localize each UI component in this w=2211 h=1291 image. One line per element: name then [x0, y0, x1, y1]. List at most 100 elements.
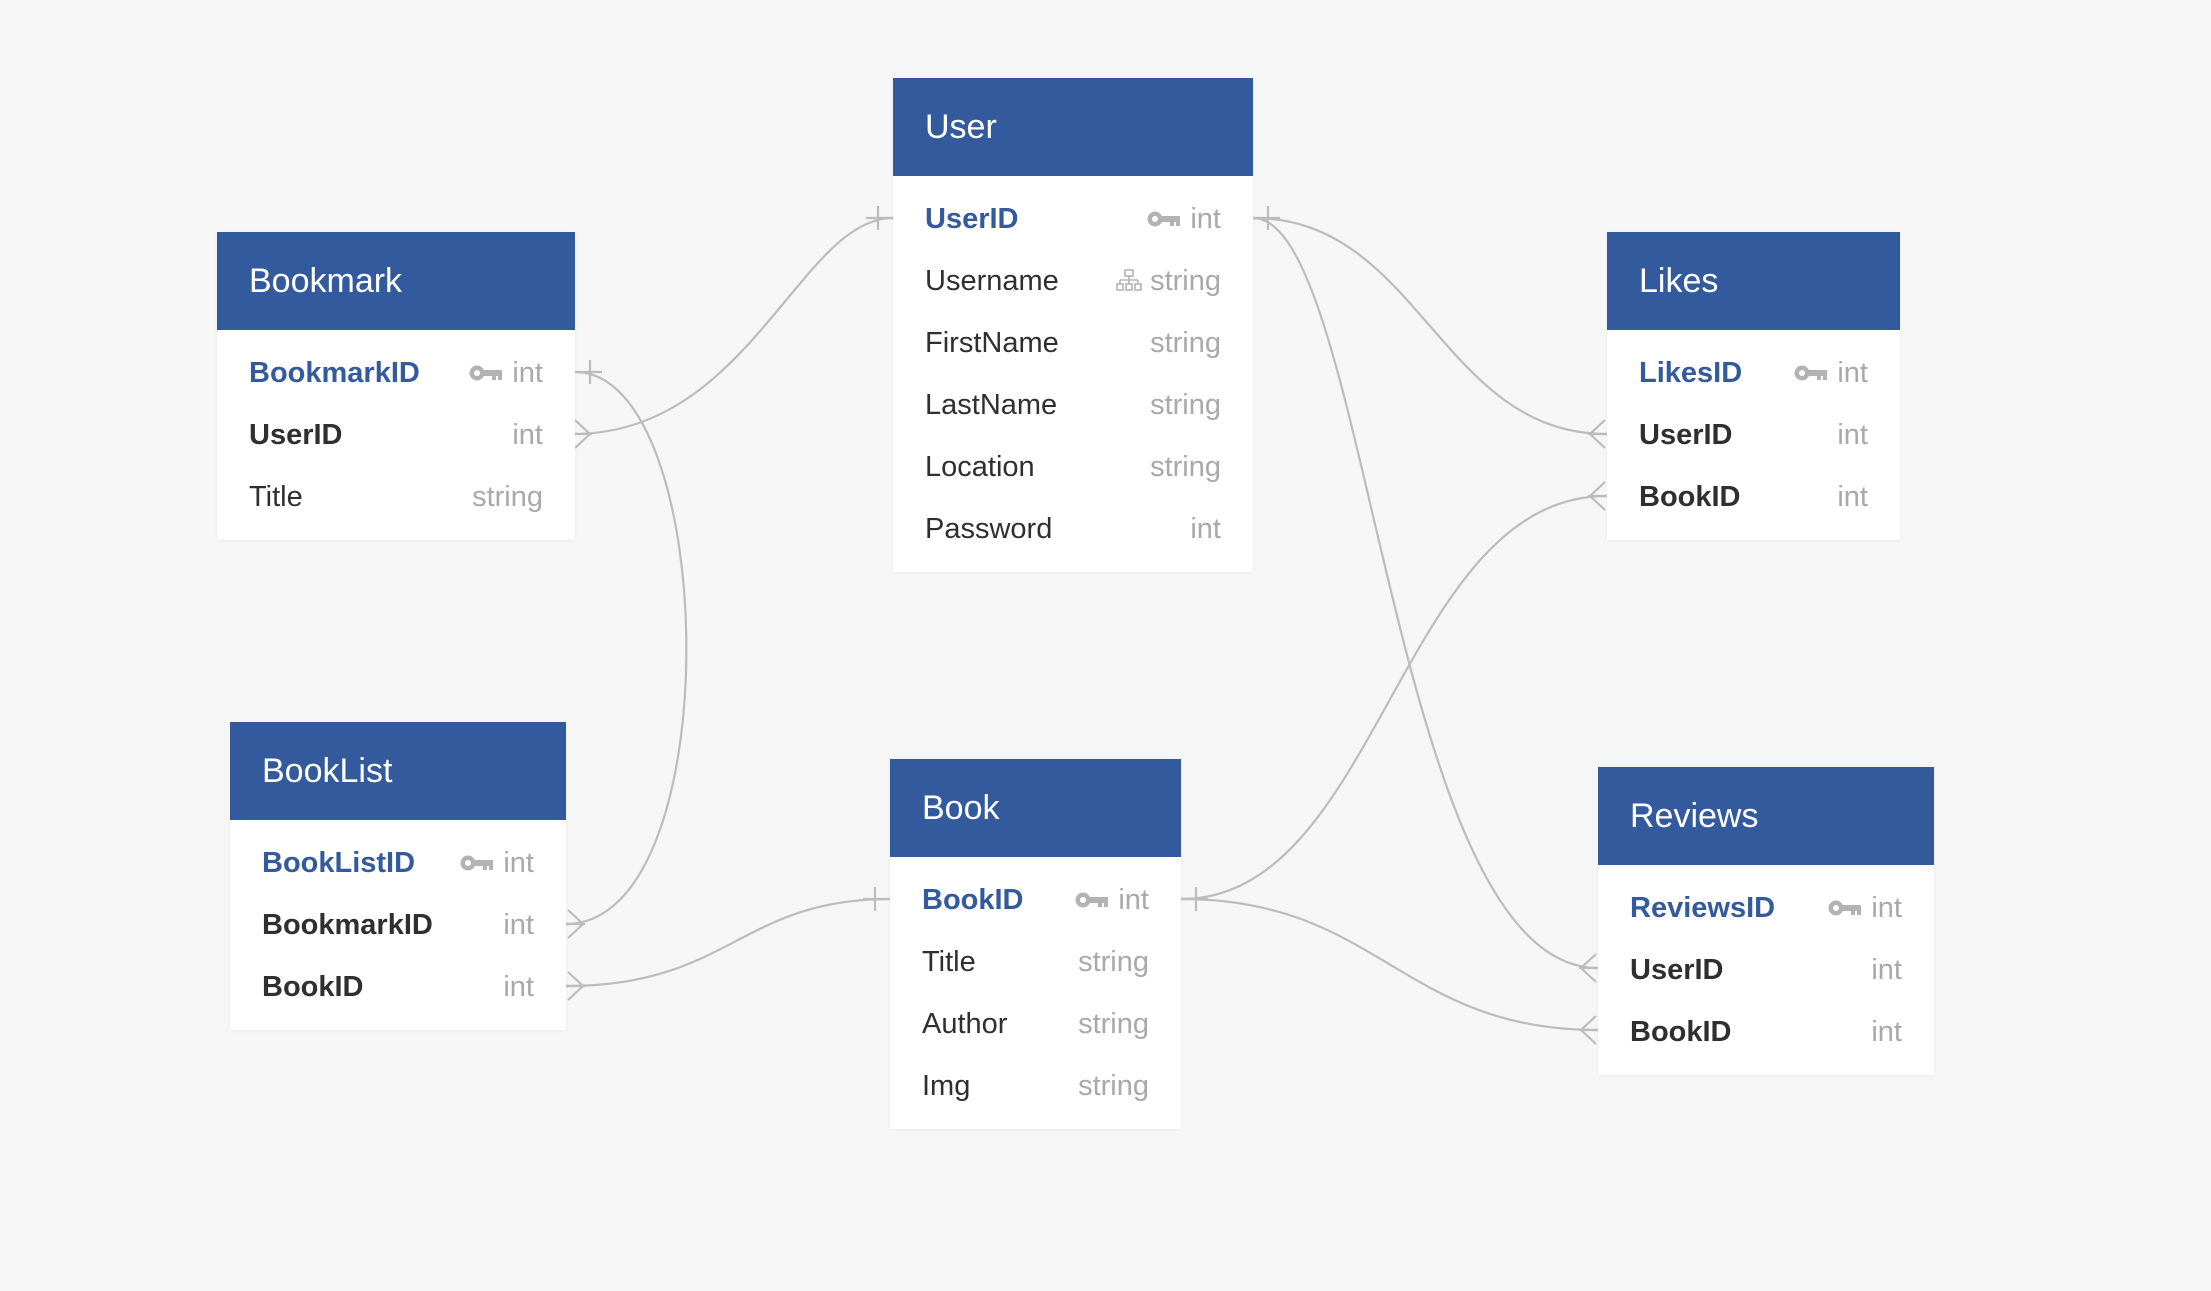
field-type-label: int: [512, 357, 543, 389]
field-type-label: string: [1078, 946, 1149, 978]
table-title: Reviews: [1598, 767, 1934, 865]
field-type: int: [1871, 939, 1902, 1001]
many-marker: [1588, 481, 1607, 511]
field-name: Img: [922, 1070, 971, 1102]
table-title: BookList: [230, 722, 566, 820]
edge-line: [1252, 216, 1608, 436]
field-type: string: [472, 466, 543, 528]
field-row[interactable]: UserID int: [1607, 404, 1900, 466]
edge-line: [1252, 216, 1599, 970]
many-marker: [1588, 419, 1607, 449]
field-row[interactable]: BookID int: [1598, 1001, 1934, 1063]
field-row[interactable]: BookmarkID int: [217, 342, 575, 404]
field-type-label: int: [1837, 481, 1868, 513]
edge-book-booklist: [565, 887, 891, 1001]
field-type-label: int: [1190, 203, 1221, 235]
table-title: Likes: [1607, 232, 1900, 330]
many-marker: [573, 419, 592, 449]
field-name: LastName: [925, 389, 1058, 421]
edge-book-reviews: [1180, 897, 1599, 1045]
field-type: string: [1078, 931, 1149, 993]
edge-user-likes: [1252, 206, 1608, 449]
field-name: BookID: [1630, 1016, 1732, 1048]
field-name: Title: [922, 946, 976, 978]
field-row[interactable]: BookID int: [890, 869, 1181, 931]
field-type-label: int: [1837, 419, 1868, 451]
field-name: BookID: [262, 971, 364, 1003]
primary-key-name: LikesID: [1639, 357, 1743, 389]
field-type-label: string: [472, 481, 543, 513]
field-row[interactable]: BookmarkID int: [230, 894, 566, 956]
field-type-label: int: [503, 971, 534, 1003]
field-type: int: [1871, 1001, 1902, 1063]
edge-user-bookmark: [572, 206, 894, 449]
field-type-label: int: [503, 847, 534, 879]
field-name: BookmarkID: [262, 909, 433, 941]
field-type: string: [1078, 993, 1149, 1055]
hierarchy-icon: [1116, 269, 1142, 293]
key-icon: [459, 853, 495, 873]
field-type-label: int: [1837, 357, 1868, 389]
field-type: string: [1150, 312, 1221, 374]
edge-line: [565, 370, 688, 926]
field-type: int: [512, 404, 543, 466]
field-name: Username: [925, 265, 1059, 297]
field-type-label: string: [1150, 389, 1221, 421]
edge-bookmark-booklist: [565, 360, 688, 939]
field-type-label: int: [1118, 884, 1149, 916]
field-type-label: int: [1871, 892, 1902, 924]
field-type-label: int: [1871, 1016, 1902, 1048]
field-row[interactable]: FirstName string: [893, 312, 1253, 374]
field-type: int: [1146, 188, 1221, 250]
field-type: int: [1190, 498, 1221, 560]
field-name: FirstName: [925, 327, 1059, 359]
key-icon: [1793, 363, 1829, 383]
edge-line: [565, 897, 891, 988]
field-row[interactable]: ReviewsID int: [1598, 877, 1934, 939]
key-icon: [1827, 898, 1863, 918]
edge-user-reviews: [1252, 216, 1599, 983]
one-marker: [866, 206, 893, 230]
edge-line: [1180, 494, 1608, 901]
field-row[interactable]: BookID int: [230, 956, 566, 1018]
field-row[interactable]: LikesID int: [1607, 342, 1900, 404]
key-icon: [1146, 209, 1182, 229]
primary-key-name: BookID: [922, 884, 1024, 916]
field-type-label: int: [503, 909, 534, 941]
primary-key-name: BookmarkID: [249, 357, 420, 389]
primary-key-name: ReviewsID: [1630, 892, 1776, 924]
field-type-label: string: [1078, 1008, 1149, 1040]
table-title: Book: [890, 759, 1181, 857]
field-type: int: [1074, 869, 1149, 931]
key-icon: [1074, 890, 1110, 910]
field-type: int: [1793, 342, 1868, 404]
field-row[interactable]: LastName string: [893, 374, 1253, 436]
field-name: UserID: [1639, 419, 1733, 451]
field-row[interactable]: Title string: [890, 931, 1181, 993]
one-marker: [863, 887, 890, 911]
edge-line: [1180, 897, 1599, 1032]
field-type-label: int: [1190, 513, 1221, 545]
field-type: int: [503, 894, 534, 956]
